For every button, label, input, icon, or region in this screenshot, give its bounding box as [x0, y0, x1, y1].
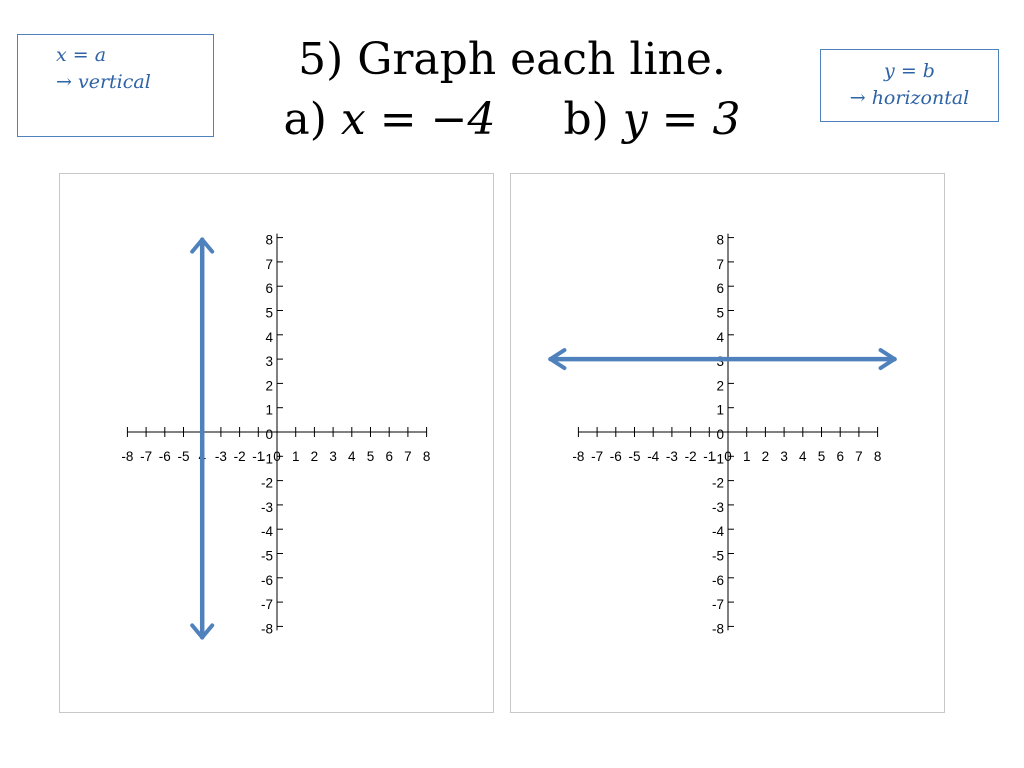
y-tick-label: 3 [716, 354, 724, 369]
y-tick-label: 0 [265, 427, 273, 442]
y-tick-label: -5 [712, 549, 724, 564]
hint-x-equals-a: x = a [56, 44, 107, 66]
hint-horizontal: → horizontal [849, 87, 970, 109]
x-tick-label: -5 [177, 449, 189, 464]
part-b-label: b) [563, 94, 609, 145]
x-tick-label: -1 [252, 449, 264, 464]
hint-y-equals-b: y = b [884, 60, 935, 82]
x-tick-label: 6 [385, 449, 393, 464]
vertical-line-hint-box: x = a → vertical [17, 34, 214, 137]
y-tick-label: -7 [261, 597, 273, 612]
title-line-1: 5) Graph each line. [298, 34, 726, 85]
x-tick-label: 1 [743, 449, 751, 464]
arrowhead [878, 348, 897, 371]
x-tick-label: 5 [367, 449, 375, 464]
x-tick-label: -6 [159, 449, 171, 464]
y-tick-label: -6 [712, 573, 724, 588]
y-tick-label: -3 [712, 500, 724, 515]
x-tick-label: 4 [348, 449, 356, 464]
x-tick-label: -7 [140, 449, 152, 464]
y-tick-label: 8 [265, 233, 273, 248]
arrowhead [190, 623, 215, 640]
y-tick-label: -6 [261, 573, 273, 588]
y-tick-label: 3 [265, 354, 273, 369]
x-tick-label: 7 [404, 449, 412, 464]
y-tick-label: -8 [261, 621, 273, 636]
x-tick-label: 7 [855, 449, 863, 464]
y-tick-label: 5 [265, 306, 273, 321]
horizontal-line-hint-box: y = b → horizontal [820, 49, 999, 122]
x-tick-label: -8 [572, 449, 584, 464]
x-tick-label: 8 [874, 449, 882, 464]
hint-vertical: → vertical [56, 71, 151, 93]
title-line-2: a) x = −4 b) y = 3 [200, 90, 824, 150]
y-tick-label: -5 [261, 549, 273, 564]
x-tick-label: 2 [311, 449, 319, 464]
part-a-label: a) [283, 94, 327, 145]
arrowhead [548, 348, 567, 371]
slide-title: 5) Graph each line. a) x = −4 b) y = 3 [200, 30, 824, 150]
x-tick-label: 5 [818, 449, 826, 464]
x-tick-label: -3 [215, 449, 227, 464]
x-tick-label: 6 [836, 449, 844, 464]
part-b-equation: y = 3 [622, 94, 741, 145]
x-tick-label: 2 [762, 449, 770, 464]
y-tick-label: -7 [712, 597, 724, 612]
y-tick-label: 2 [265, 378, 273, 393]
y-tick-label: 6 [716, 281, 724, 296]
y-tick-label: -4 [712, 524, 724, 539]
x-tick-label: -5 [628, 449, 640, 464]
y-tick-label: 4 [716, 330, 724, 345]
y-tick-label: -8 [712, 621, 724, 636]
y-tick-label: 4 [265, 330, 273, 345]
x-tick-label: -2 [685, 449, 697, 464]
graph-panel-a: -8-7-6-54-3-2-1012345678876543210-1-2-3-… [59, 173, 494, 713]
x-tick-label: -1 [703, 449, 715, 464]
arrowhead [190, 237, 215, 254]
x-tick-label: -8 [121, 449, 133, 464]
y-tick-label: 0 [716, 427, 724, 442]
y-tick-label: -3 [261, 500, 273, 515]
y-tick-label: -2 [712, 476, 724, 491]
x-tick-label: 3 [329, 449, 337, 464]
x-tick-label: 1 [292, 449, 300, 464]
y-tick-label: 7 [716, 257, 724, 272]
x-tick-label: -7 [591, 449, 603, 464]
y-tick-label: -1 [712, 451, 724, 466]
x-tick-label: 8 [423, 449, 431, 464]
y-tick-label: 7 [265, 257, 273, 272]
y-tick-label: 1 [716, 403, 724, 418]
y-tick-label: 8 [716, 233, 724, 248]
x-tick-label: -4 [647, 449, 659, 464]
part-a-equation: x = −4 [340, 94, 496, 145]
x-tick-label: -3 [666, 449, 678, 464]
x-tick-label: -2 [234, 449, 246, 464]
x-tick-label: 4 [799, 449, 807, 464]
y-tick-label: 6 [265, 281, 273, 296]
y-tick-label: 1 [265, 403, 273, 418]
y-tick-label: -1 [261, 451, 273, 466]
y-tick-label: 2 [716, 378, 724, 393]
y-tick-label: -4 [261, 524, 273, 539]
y-tick-label: 5 [716, 306, 724, 321]
graph-a-svg: -8-7-6-54-3-2-1012345678876543210-1-2-3-… [121, 233, 431, 640]
x-tick-label: -6 [610, 449, 622, 464]
x-tick-label: 3 [780, 449, 788, 464]
y-tick-label: -2 [261, 476, 273, 491]
